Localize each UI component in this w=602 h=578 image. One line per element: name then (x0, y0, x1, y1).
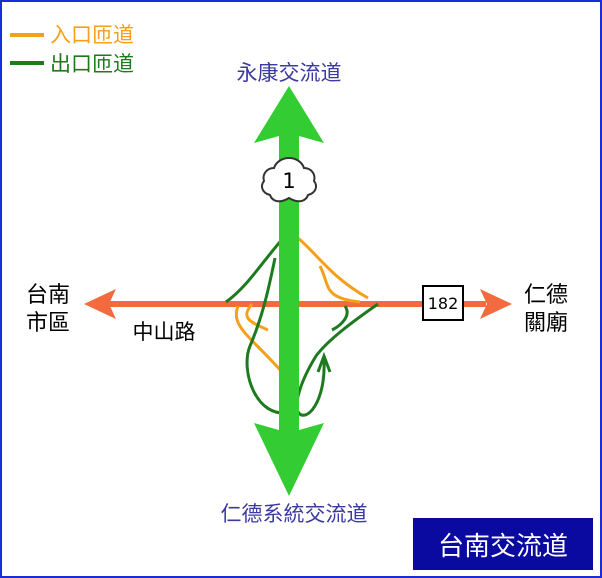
legend-entrance-label: 入口匝道 (50, 23, 134, 47)
exit-ramps (225, 235, 379, 417)
freeway-number: 1 (282, 169, 295, 193)
freeway-shield: 1 (261, 156, 317, 203)
north-destination-label: 永康交流道 (237, 61, 342, 85)
provincial-route-number: 182 (428, 294, 459, 313)
provincial-route-shield: 182 (422, 285, 464, 321)
south-destination-label: 仁德系統交流道 (221, 502, 368, 526)
west-destination-line2: 市區 (26, 311, 70, 336)
legend-exit-label: 出口匝道 (50, 52, 134, 76)
east-destination-line1: 仁德 (524, 283, 568, 308)
road-name-label: 中山路 (133, 320, 196, 344)
interchange-title: 台南交流道 (411, 516, 595, 572)
west-destination-line1: 台南 (26, 283, 70, 308)
east-destination-line2: 關廟 (524, 311, 568, 336)
freeway-arrow (254, 86, 324, 496)
entrance-ramps (234, 236, 369, 373)
